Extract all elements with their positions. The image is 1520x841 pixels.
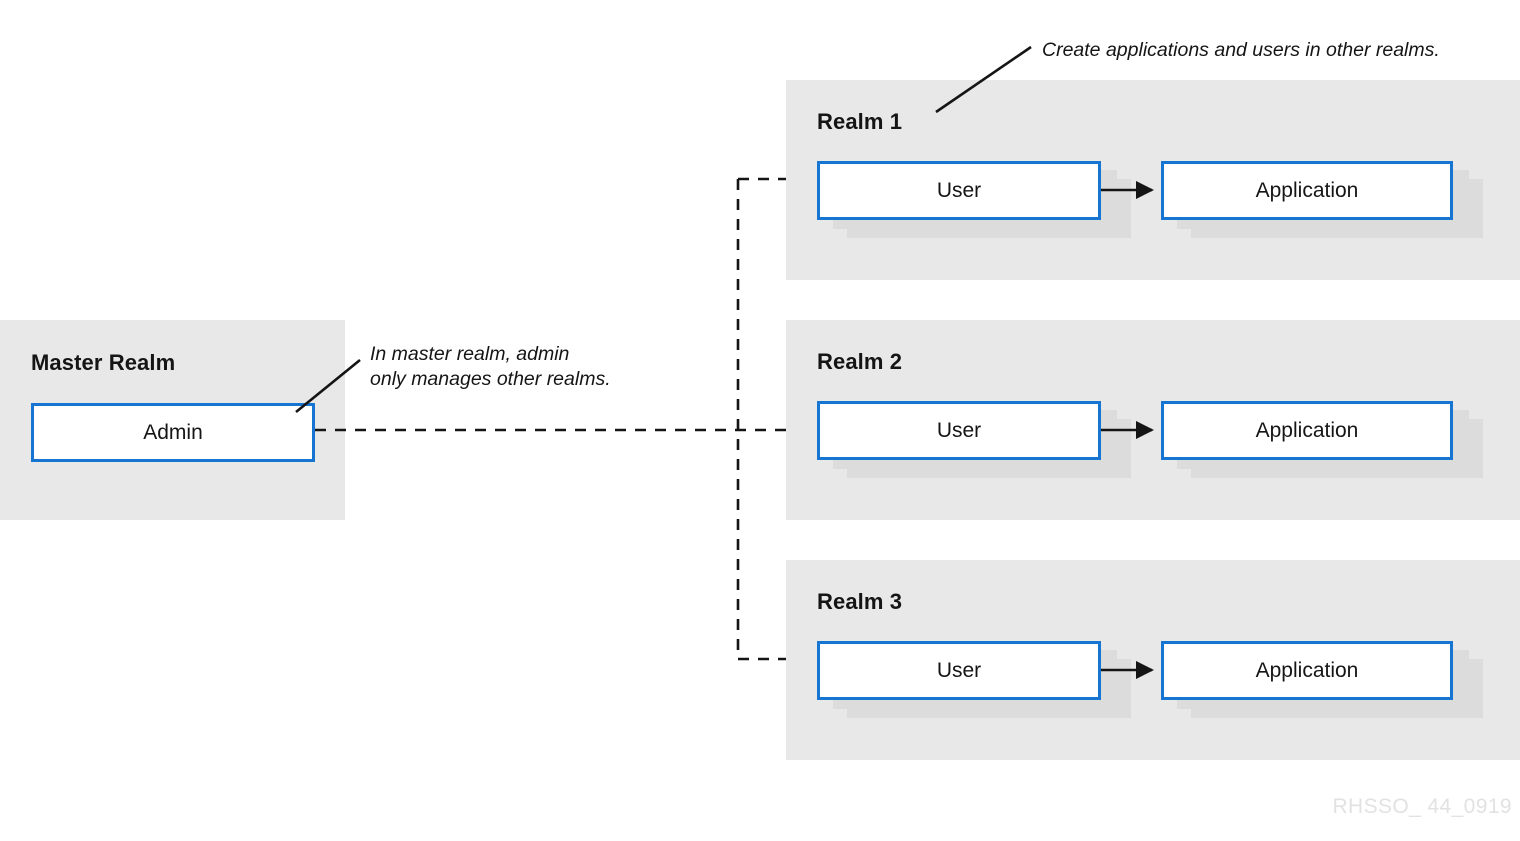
realm-1-application-box[interactable]: Application <box>1161 161 1453 220</box>
admin-to-realms-dashed-connector <box>315 177 786 661</box>
realm-2-application-label: Application <box>1255 419 1359 442</box>
admin-box[interactable]: Admin <box>31 403 315 462</box>
master-realm-annotation: In master realm, admin only manages othe… <box>370 343 611 390</box>
realm-1-user-stack: User <box>817 161 1131 238</box>
realm-1-application-stack: Application <box>1161 161 1483 238</box>
realm-2-user-box[interactable]: User <box>817 401 1101 460</box>
master-realm-title: Master Realm <box>31 350 176 375</box>
realm-1-application-label: Application <box>1255 179 1359 202</box>
admin-box-label: Admin <box>143 421 203 444</box>
realms-annotation: Create applications and users in other r… <box>1042 39 1440 61</box>
realm-1-user-label: User <box>936 179 982 202</box>
realm-2-user-label: User <box>936 419 982 442</box>
realm-2-title: Realm 2 <box>817 349 903 374</box>
realm-2-application-stack: Application <box>1161 401 1483 478</box>
realm-3-application-label: Application <box>1255 659 1359 682</box>
realm-3-application-box[interactable]: Application <box>1161 641 1453 700</box>
realm-3-user-label: User <box>936 659 982 682</box>
realm-1-title: Realm 1 <box>817 109 903 134</box>
realm-3-title: Realm 3 <box>817 589 903 614</box>
realm-3-application-stack: Application <box>1161 641 1483 718</box>
realm-3-user-stack: User <box>817 641 1131 718</box>
realm-1-user-box[interactable]: User <box>817 161 1101 220</box>
image-id-watermark: RHSSO_ 44_0919 <box>1332 795 1512 818</box>
admin-box-stack: Admin <box>31 403 315 462</box>
realm-3-user-box[interactable]: User <box>817 641 1101 700</box>
realm-2-application-box[interactable]: Application <box>1161 401 1453 460</box>
realm-2-user-stack: User <box>817 401 1131 478</box>
